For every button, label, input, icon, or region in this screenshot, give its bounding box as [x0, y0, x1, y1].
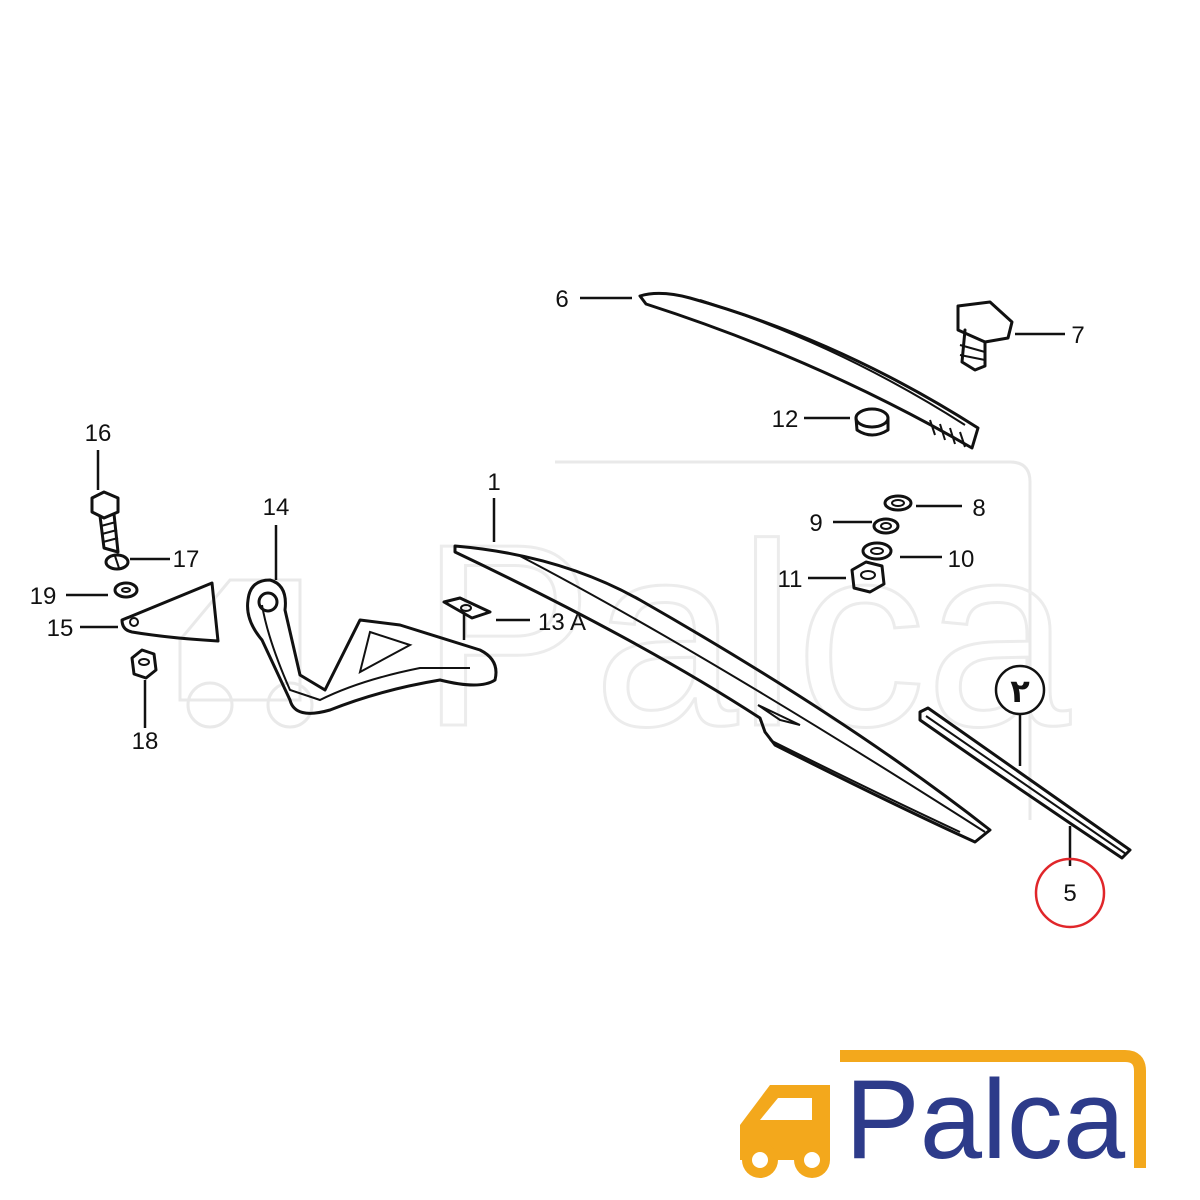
callout-1: 1 — [487, 469, 500, 496]
part-18-nut — [130, 648, 158, 680]
brand-logo: Palca — [740, 1050, 1146, 1182]
callout-13a: 13 A — [538, 609, 586, 636]
part-7-clip — [956, 300, 1014, 372]
callout-18: 18 — [132, 728, 159, 755]
callout-labels: 6 7 12 8 9 10 11 1 13 A 14 16 17 19 15 1… — [30, 286, 1085, 907]
part-1-panel — [453, 544, 992, 844]
part-5-seal-strip — [918, 706, 1132, 860]
callout-19: 19 — [30, 583, 57, 610]
part-16-bolt — [90, 490, 120, 554]
part-13a-pad — [442, 596, 492, 620]
part-10-washer — [861, 541, 893, 561]
part-19-washer — [113, 581, 139, 599]
part-12-grommet — [854, 407, 890, 437]
brand-name: Palca — [845, 1057, 1126, 1182]
callout-5: 5 — [1063, 880, 1076, 907]
callout-15: 15 — [47, 615, 74, 642]
callout-14: 14 — [263, 494, 290, 521]
part-8-washer — [883, 494, 913, 512]
highlight-circle-5 — [1034, 857, 1106, 929]
part-14-hinge — [246, 578, 498, 715]
truck-icon — [740, 1085, 830, 1178]
part-6-trim-strip — [638, 291, 980, 450]
callout-10: 10 — [948, 546, 975, 573]
callout-9: 9 — [809, 510, 822, 537]
part-9-washer — [872, 517, 900, 535]
part-17-lock-washer — [104, 553, 130, 571]
callout-8: 8 — [972, 495, 985, 522]
part-11-nut — [850, 560, 886, 594]
watermark-text: Palca — [420, 491, 1072, 781]
callout-12: 12 — [772, 406, 799, 433]
watermark-logo: Palca — [178, 460, 1074, 820]
callout-16: 16 — [85, 420, 112, 447]
symbol-badge: ٢ — [994, 664, 1046, 716]
leader-lines — [66, 296, 1072, 866]
callout-6: 6 — [555, 286, 568, 313]
callout-11: 11 — [778, 566, 803, 593]
part-15-bracket — [120, 581, 220, 643]
callout-7: 7 — [1071, 322, 1084, 349]
callout-17: 17 — [173, 546, 200, 573]
badge-symbol: ٢ — [1010, 672, 1030, 710]
